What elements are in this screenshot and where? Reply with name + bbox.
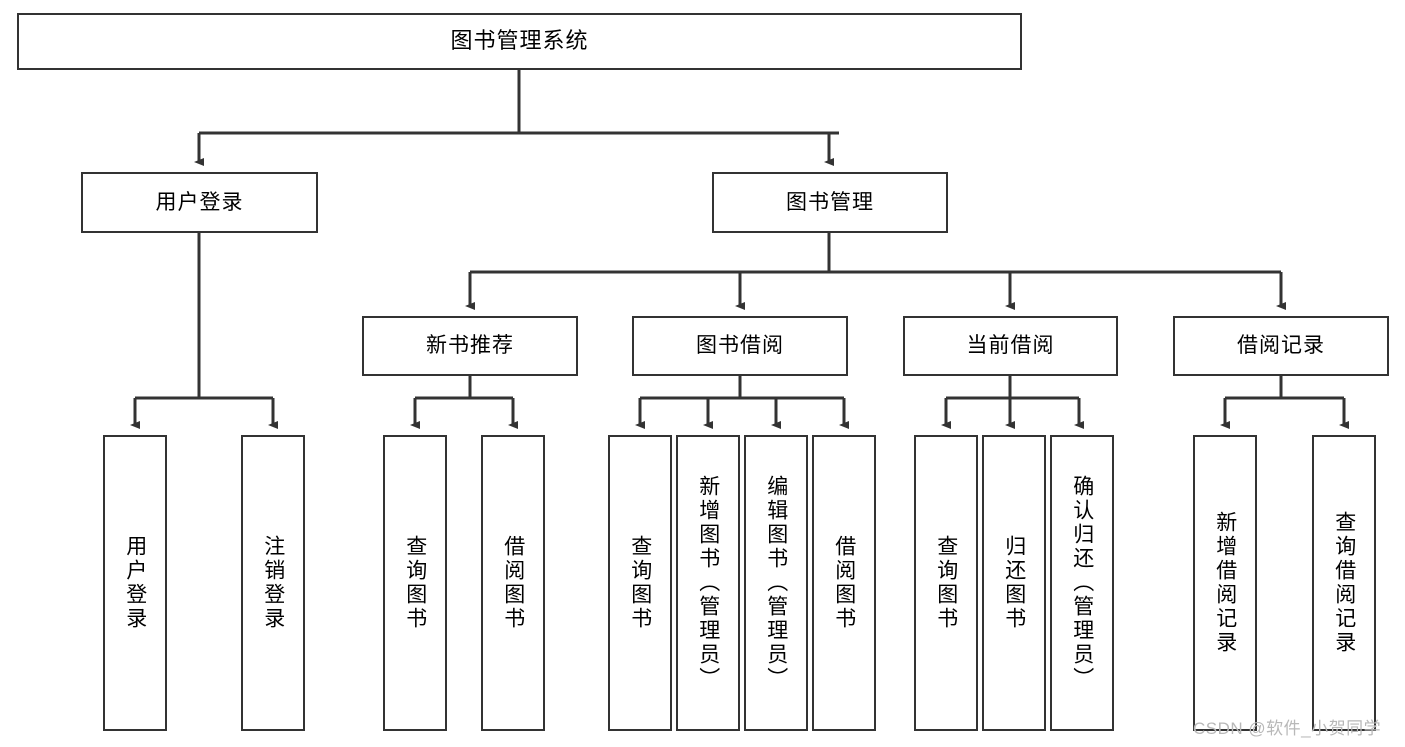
node-label: 用户登录	[155, 190, 244, 214]
leaf-confirm-return[interactable]: 确认归还（管理员）	[1050, 435, 1114, 731]
node-label: 当前借阅	[966, 334, 1055, 358]
leaf-add-book[interactable]: 新增图书（管理员）	[676, 435, 740, 731]
node-label: 确认归还（管理员）	[1070, 475, 1094, 691]
node-label: 归还图书	[1002, 535, 1026, 631]
leaf-return-book[interactable]: 归还图书	[982, 435, 1046, 731]
leaf-query-book-3[interactable]: 查询图书	[914, 435, 978, 731]
node-label: 新增借阅记录	[1213, 511, 1237, 655]
node-user-login[interactable]: 用户登录	[81, 172, 318, 233]
node-root-book-management-system[interactable]: 图书管理系统	[17, 13, 1022, 70]
leaf-logout-login[interactable]: 注销登录	[241, 435, 305, 731]
leaf-user-login[interactable]: 用户登录	[103, 435, 167, 731]
leaf-add-record[interactable]: 新增借阅记录	[1193, 435, 1257, 731]
node-book-borrow[interactable]: 图书借阅	[632, 316, 848, 376]
node-label: 用户登录	[123, 535, 147, 631]
leaf-query-record[interactable]: 查询借阅记录	[1312, 435, 1376, 731]
node-label: 借阅图书	[832, 535, 856, 631]
leaf-borrow-book-2[interactable]: 借阅图书	[812, 435, 876, 731]
csdn-watermark: CSDN @软件_小贺同学	[1193, 719, 1382, 738]
node-label: 图书借阅	[696, 334, 784, 358]
node-label: 查询图书	[934, 535, 958, 631]
node-label: 新增图书（管理员）	[696, 475, 720, 691]
leaf-borrow-book-1[interactable]: 借阅图书	[481, 435, 545, 731]
node-new-book-recommend[interactable]: 新书推荐	[362, 316, 578, 376]
node-label: 注销登录	[261, 535, 285, 631]
node-label: 查询借阅记录	[1332, 511, 1356, 655]
node-label: 图书管理	[786, 190, 874, 214]
node-borrow-record[interactable]: 借阅记录	[1173, 316, 1389, 376]
leaf-query-book-2[interactable]: 查询图书	[608, 435, 672, 731]
node-label: 借阅图书	[501, 535, 525, 631]
node-current-borrow[interactable]: 当前借阅	[903, 316, 1118, 376]
leaf-edit-book[interactable]: 编辑图书（管理员）	[744, 435, 808, 731]
node-label: 查询图书	[628, 535, 652, 631]
node-book-management[interactable]: 图书管理	[712, 172, 948, 233]
node-label: 编辑图书（管理员）	[764, 475, 788, 691]
node-label: 查询图书	[403, 535, 427, 631]
node-label: 新书推荐	[426, 334, 514, 358]
node-label: 图书管理系统	[450, 28, 589, 54]
leaf-query-book-1[interactable]: 查询图书	[383, 435, 447, 731]
node-label: 借阅记录	[1237, 334, 1325, 358]
